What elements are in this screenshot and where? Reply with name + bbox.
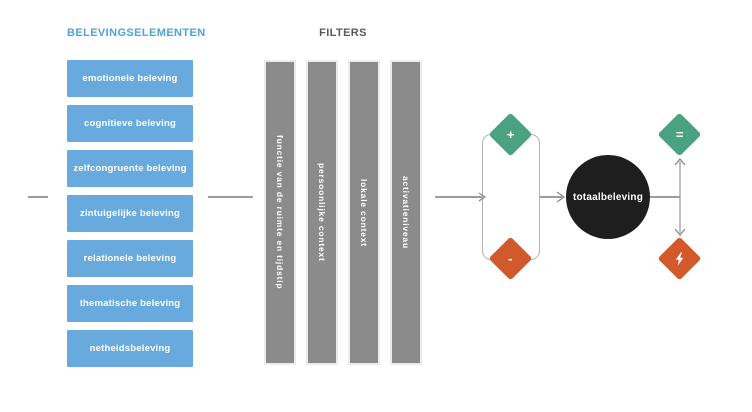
element-box: cognitieve beleving [67, 105, 193, 142]
filter-bar-label: activatieniveau [401, 176, 411, 249]
element-box: emotionele beleving [67, 60, 193, 97]
filter-bar: functie van de ruimte en tijdstip [264, 60, 296, 365]
element-box: thematische beleving [67, 285, 193, 322]
element-box: zintuigelijke beleving [67, 195, 193, 232]
filter-bar: activatieniveau [390, 60, 422, 365]
minus-symbol: - [508, 251, 513, 266]
filter-bar-label: persoonlijke context [317, 163, 327, 262]
plus-symbol: + [506, 127, 515, 142]
flow-line-left-dash [28, 196, 48, 198]
element-box-label: thematische beleving [79, 298, 181, 309]
element-box-label: netheidsbeleving [89, 343, 171, 354]
arrow-down-icon [674, 228, 686, 237]
equals-diamond: = [657, 112, 702, 157]
elements-title: BELEVINGSELEMENTEN [67, 27, 206, 39]
arrow-right-icon [478, 192, 487, 202]
element-box-label: emotionele beleving [82, 73, 178, 84]
filters-title: FILTERS [319, 27, 367, 39]
lightning-icon [675, 251, 684, 265]
filters-row: functie van de ruimte en tijdstip persoo… [264, 60, 422, 365]
element-box-label: cognitieve beleving [84, 118, 176, 129]
total-circle: totaalbeleving [566, 155, 650, 239]
element-box-label: zelfcongruente beleving [73, 163, 187, 174]
bolt-diamond [657, 236, 702, 281]
element-box: netheidsbeleving [67, 330, 193, 367]
arrow-right-icon [540, 191, 566, 203]
filter-bar: persoonlijke context [306, 60, 338, 365]
element-box: relationele beleving [67, 240, 193, 277]
vertical-connector [674, 157, 686, 237]
filter-bar-label: functie van de ruimte en tijdstip [275, 135, 285, 290]
element-box-label: zintuigelijke beleving [80, 208, 180, 219]
arrow-up-icon [674, 157, 686, 166]
equals-symbol: = [675, 127, 684, 142]
element-box: zelfcongruente beleving [67, 150, 193, 187]
filter-bar-label: lokale context [359, 178, 369, 247]
element-box-label: relationele beleving [83, 253, 177, 264]
flow-line-circle-to-outcomes [650, 196, 680, 198]
total-label: totaalbeleving [572, 191, 644, 203]
flow-line-filters-to-modifiers [435, 196, 482, 198]
elements-stack: emotionele beleving cognitieve beleving … [67, 60, 193, 375]
flow-line-elements-to-filters [208, 196, 253, 198]
filter-bar: lokale context [348, 60, 380, 365]
